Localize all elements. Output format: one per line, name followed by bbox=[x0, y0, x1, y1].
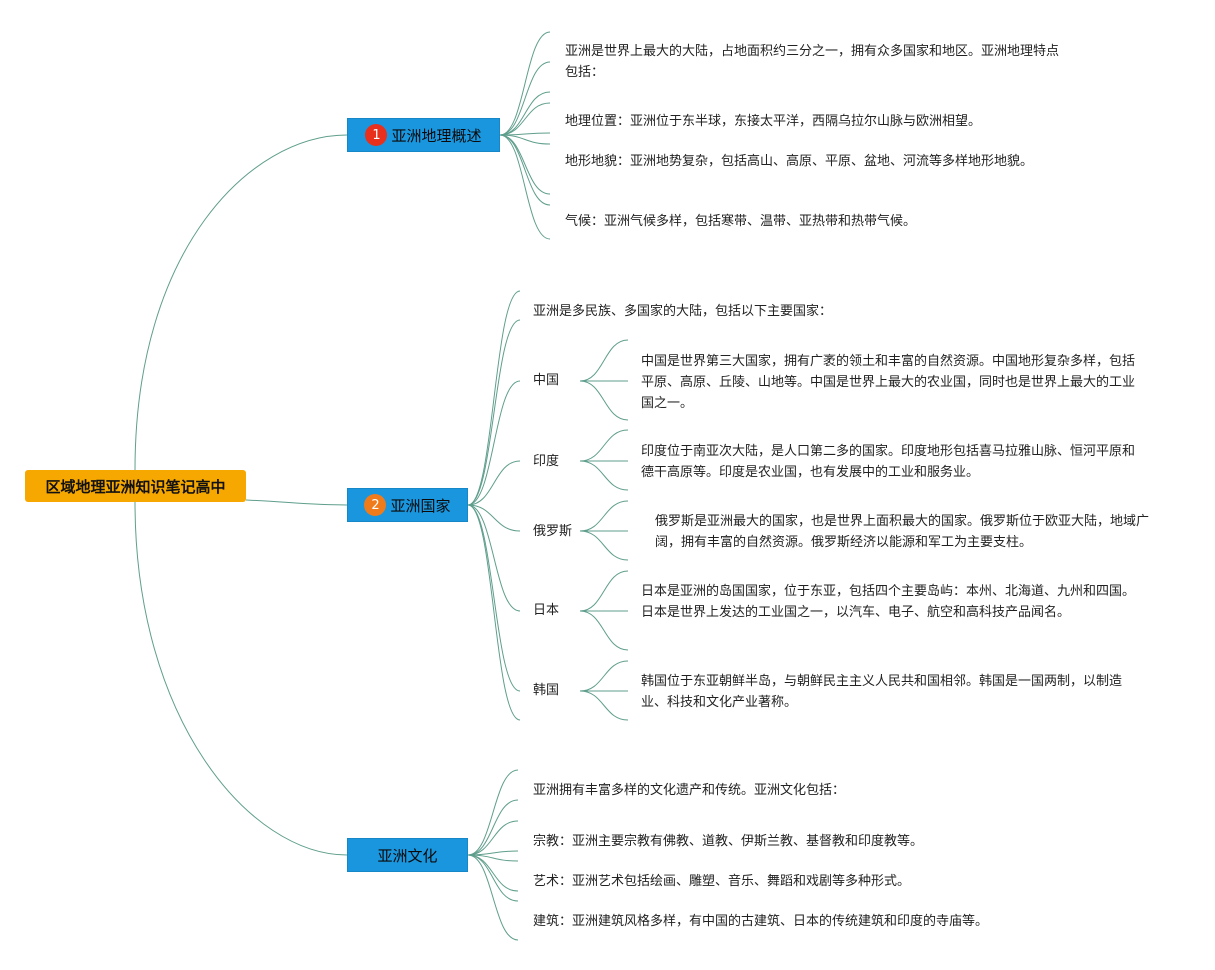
leaf-architecture: 建筑：亚洲建筑风格多样，有中国的古建筑、日本的传统建筑和印度的寺庙等。 bbox=[533, 914, 989, 929]
country-korea[interactable]: 韩国 bbox=[533, 683, 560, 698]
link-b3-0 bbox=[467, 769, 519, 856]
country-china-desc: 中国是世界第三大国家，拥有广袤的领土和丰富的自然资源。中国地形复杂多样，包括平原… bbox=[641, 354, 1136, 411]
link-b2-5 bbox=[467, 504, 521, 612]
root-node[interactable]: 区域地理亚洲知识笔记高中 bbox=[25, 470, 246, 502]
link-b1-0 bbox=[499, 31, 551, 136]
link-country-2-2 bbox=[579, 530, 629, 561]
link-country-1-0 bbox=[579, 429, 629, 462]
root-label: 区域地理亚洲知识笔记高中 bbox=[45, 477, 226, 496]
leaf-climate: 气候：亚洲气候多样，包括寒带、温带、亚热带和热带气候。 bbox=[565, 214, 917, 229]
number-badge-icon: 2 bbox=[364, 494, 387, 516]
link-root-branch-2 bbox=[245, 499, 348, 506]
country-india-desc: 印度位于南亚次大陆，是人口第二多的国家。印度地形包括喜马拉雅山脉、恒河平原和德干… bbox=[641, 444, 1136, 480]
leaf-art: 艺术：亚洲艺术包括绘画、雕塑、音乐、舞蹈和戏剧等多种形式。 bbox=[533, 874, 911, 889]
link-b1-3 bbox=[499, 102, 551, 136]
link-b3-6 bbox=[467, 854, 519, 902]
branch-label: 亚洲地理概述 bbox=[391, 126, 482, 145]
link-b2-1 bbox=[467, 319, 521, 506]
leaf-religion: 宗教：亚洲主要宗教有佛教、道教、伊斯兰教、基督教和印度教等。 bbox=[533, 834, 924, 849]
leaf-overview-intro: 亚洲是世界上最大的大陆，占地面积约三分之一，拥有众多国家和地区。亚洲地理特点包括… bbox=[565, 44, 1060, 80]
branch-asian-culture[interactable]: 亚洲文化 bbox=[347, 838, 468, 872]
leaf-terrain: 地形地貌：亚洲地势复杂，包括高山、高原、平原、盆地、河流等多样地形地貌。 bbox=[565, 154, 1034, 169]
link-country-2-0 bbox=[579, 500, 629, 532]
country-japan[interactable]: 日本 bbox=[533, 603, 560, 618]
link-b2-0 bbox=[467, 290, 521, 506]
link-b1-5 bbox=[499, 134, 551, 145]
link-b2-3 bbox=[467, 460, 521, 506]
country-korea-desc: 韩国位于东亚朝鲜半岛，与朝鲜民主主义人民共和国相邻。韩国是一国两制，以制造业、科… bbox=[641, 674, 1123, 710]
link-country-4-2 bbox=[579, 690, 629, 721]
country-china[interactable]: 中国 bbox=[533, 373, 560, 388]
leaf-culture-intro: 亚洲拥有丰富多样的文化遗产和传统。亚洲文化包括： bbox=[533, 783, 846, 798]
link-b2-7 bbox=[467, 504, 521, 721]
link-b3-2 bbox=[467, 820, 519, 856]
link-country-1-2 bbox=[579, 460, 629, 491]
link-country-3-2 bbox=[579, 610, 629, 651]
link-b1-7 bbox=[499, 134, 551, 206]
branch-asian-countries[interactable]: 2 亚洲国家 bbox=[347, 488, 468, 522]
country-india[interactable]: 印度 bbox=[533, 454, 560, 469]
link-country-0-2 bbox=[579, 380, 629, 421]
link-root-branch-3 bbox=[134, 501, 348, 856]
link-b2-6 bbox=[467, 504, 521, 692]
number-badge-icon: 1 bbox=[365, 124, 388, 146]
branch-label: 亚洲国家 bbox=[390, 496, 451, 515]
link-b3-1 bbox=[467, 799, 519, 856]
country-russia-desc: 俄罗斯是亚洲最大的国家，也是世界上面积最大的国家。俄罗斯位于欧亚大陆，地域广阔，… bbox=[655, 514, 1150, 550]
country-russia[interactable]: 俄罗斯 bbox=[533, 524, 573, 539]
branch-geography-overview[interactable]: 1 亚洲地理概述 bbox=[347, 118, 500, 152]
country-japan-desc: 日本是亚洲的岛国国家，位于东亚，包括四个主要岛屿：本州、北海道、九州和四国。日本… bbox=[641, 584, 1136, 620]
branch-label: 亚洲文化 bbox=[377, 846, 438, 865]
link-b1-1 bbox=[499, 61, 551, 136]
link-b3-7 bbox=[467, 854, 519, 941]
link-b2-4 bbox=[467, 504, 521, 532]
link-b1-8 bbox=[499, 134, 551, 240]
link-root-branch-1 bbox=[134, 134, 348, 471]
link-b2-2 bbox=[467, 380, 521, 506]
link-country-0-0 bbox=[579, 339, 629, 382]
leaf-location: 地理位置：亚洲位于东半球，东接太平洋，西隔乌拉尔山脉与欧洲相望。 bbox=[565, 114, 982, 129]
leaf-countries-intro: 亚洲是多民族、多国家的大陆，包括以下主要国家： bbox=[533, 304, 833, 319]
link-country-3-0 bbox=[579, 570, 629, 612]
link-country-4-0 bbox=[579, 660, 629, 692]
